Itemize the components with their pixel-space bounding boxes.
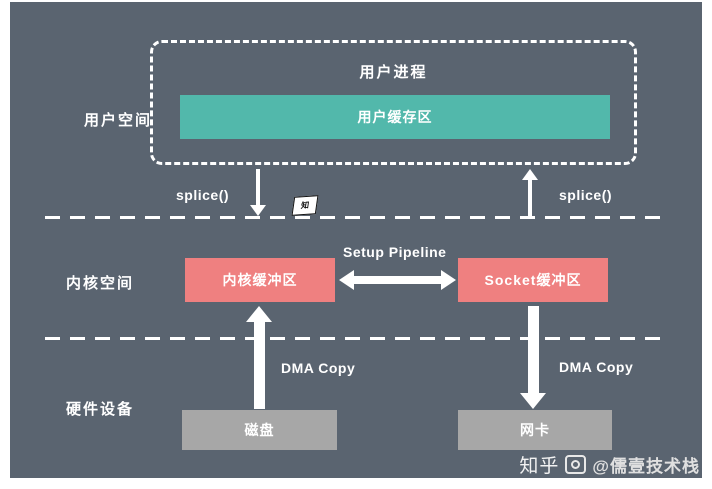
camera-icon — [565, 455, 587, 474]
splice-left-label: splice() — [176, 187, 230, 203]
watermark-handle: @儒壹技术栈 — [592, 457, 700, 476]
kernel-space-label: 内核空间 — [66, 275, 135, 292]
hardware-label: 硬件设备 — [66, 401, 135, 418]
splice-up-arrow — [522, 169, 538, 216]
arrow-head-right — [441, 270, 456, 290]
diagram-background — [10, 2, 702, 478]
arrow-head-down — [250, 205, 266, 216]
socket-buffer-label: Socket缓冲区 — [484, 272, 582, 288]
disk-label: 磁盘 — [244, 422, 275, 438]
dma-copy-left-label: DMA Copy — [281, 360, 356, 376]
arrow-head-left — [339, 270, 354, 290]
setup-pipeline-label: Setup Pipeline — [343, 244, 447, 260]
inline-watermark-icon: 知 — [291, 195, 319, 216]
arrow-shaft — [354, 276, 441, 284]
dma-up-arrow — [246, 306, 272, 409]
arrow-shaft — [527, 306, 539, 393]
watermark: 知乎 @儒壹技术栈 — [519, 451, 700, 478]
arrow-head-up — [522, 169, 538, 180]
user-buffer-box: 用户缓存区 — [180, 95, 610, 139]
dma-down-arrow — [520, 306, 546, 409]
pipeline-double-arrow — [339, 270, 456, 290]
user-space-label: 用户空间 — [84, 112, 153, 129]
user-buffer-label: 用户缓存区 — [357, 109, 433, 125]
arrow-head-up — [246, 306, 272, 322]
inline-watermark-text: 知 — [300, 200, 310, 211]
kernel-buffer-label: 内核缓冲区 — [222, 272, 298, 288]
kernel-hardware-boundary-line — [45, 337, 670, 340]
user-process-container: 用户进程 — [150, 40, 637, 165]
arrow-shaft — [256, 169, 260, 205]
nic-label: 网卡 — [520, 422, 550, 438]
socket-buffer-box: Socket缓冲区 — [458, 258, 608, 302]
user-process-label: 用户进程 — [359, 64, 428, 81]
arrow-shaft — [253, 322, 265, 409]
arrow-head-down — [520, 393, 546, 409]
nic-box: 网卡 — [458, 410, 612, 450]
splice-right-label: splice() — [559, 187, 613, 203]
splice-down-arrow — [250, 169, 266, 216]
dma-copy-right-label: DMA Copy — [559, 359, 634, 375]
user-kernel-boundary-line — [45, 216, 670, 219]
watermark-brand: 知乎 — [519, 456, 560, 477]
kernel-buffer-box: 内核缓冲区 — [185, 258, 335, 302]
disk-box: 磁盘 — [182, 410, 337, 450]
arrow-shaft — [528, 180, 532, 216]
